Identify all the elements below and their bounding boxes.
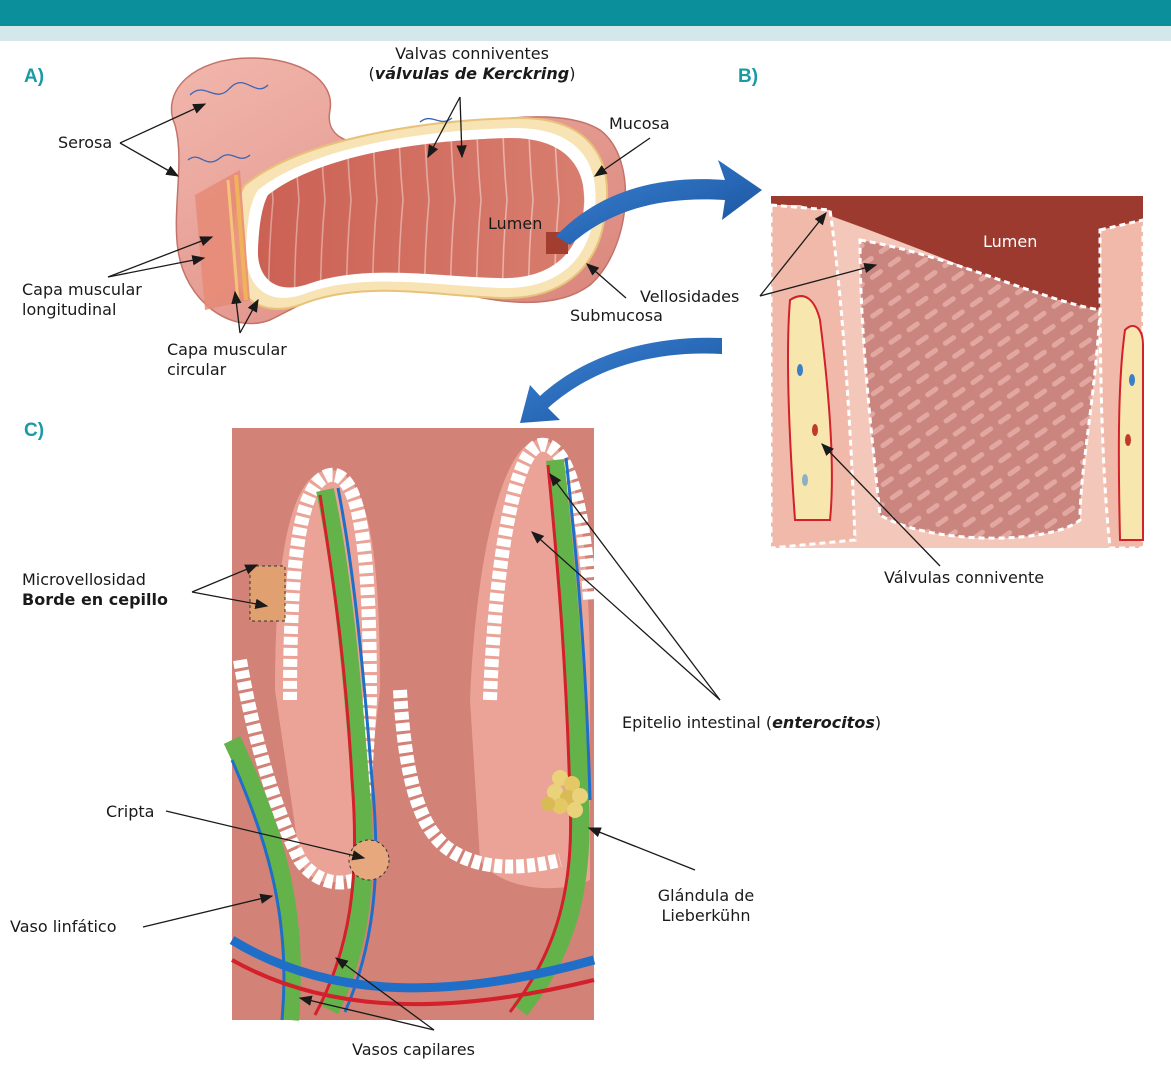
- intestine-illustration: [172, 58, 626, 324]
- label-lumen-a: Lumen: [488, 214, 542, 234]
- label-epitelio: Epitelio intestinal (enterocitos): [622, 713, 881, 733]
- label-vellosidades: Vellosidades: [640, 287, 739, 307]
- label-serosa: Serosa: [58, 133, 112, 153]
- label-borde-cepillo: Borde en cepillo: [22, 590, 168, 609]
- label-glandula: Glándula de Lieberkühn: [646, 886, 766, 926]
- villi-illustration: [771, 196, 1143, 548]
- label-microvellosidad-text: Microvellosidad: [22, 570, 168, 590]
- label-microvellosidad: Microvellosidad Borde en cepillo: [22, 570, 168, 610]
- label-glandula-1: Glándula de: [646, 886, 766, 906]
- label-valvas-line2: (válvulas de Kerckring): [352, 64, 592, 84]
- panel-letter-c: C): [24, 420, 44, 442]
- label-capa-circ-1: Capa muscular: [167, 340, 287, 360]
- crypt-marker: [349, 840, 389, 880]
- label-epitelio-bold: enterocitos: [772, 713, 875, 732]
- brush-border-patch: [250, 566, 285, 621]
- panel-letter-a: A): [24, 66, 44, 88]
- label-vaso-linfatico: Vaso linfático: [10, 917, 117, 937]
- label-capa-longitudinal: Capa muscular longitudinal: [22, 280, 142, 320]
- label-vasos-capilares: Vasos capilares: [352, 1040, 475, 1060]
- panel-letter-b: B): [738, 66, 758, 88]
- label-capa-circular: Capa muscular circular: [167, 340, 287, 380]
- label-mucosa: Mucosa: [609, 114, 670, 134]
- arrow-b-to-c: [520, 338, 722, 423]
- microscopic-illustration: [232, 428, 594, 1020]
- label-cripta: Cripta: [106, 802, 154, 822]
- label-valvas-close: ): [569, 64, 575, 83]
- label-valvulas-connivente: Válvulas connivente: [884, 568, 1044, 588]
- label-valvas-line1: Valvas conniventes: [352, 44, 592, 64]
- label-glandula-2: Lieberkühn: [646, 906, 766, 926]
- label-capa-long-2: longitudinal: [22, 300, 142, 320]
- label-epitelio-text: Epitelio intestinal (: [622, 713, 772, 732]
- label-submucosa: Submucosa: [570, 306, 663, 326]
- label-capa-long-1: Capa muscular: [22, 280, 142, 300]
- label-valvas-bold: válvulas de Kerckring: [375, 64, 569, 83]
- label-epitelio-close: ): [875, 713, 881, 732]
- label-lumen-b: Lumen: [983, 232, 1037, 252]
- label-capa-circ-2: circular: [167, 360, 287, 380]
- label-valvas: Valvas conniventes (válvulas de Kerckrin…: [352, 44, 592, 84]
